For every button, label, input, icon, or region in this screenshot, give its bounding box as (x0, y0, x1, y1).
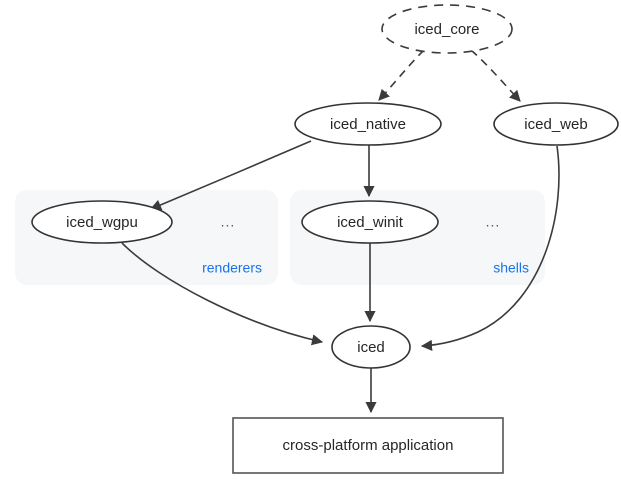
iced-wgpu-ellipse[interactable] (31, 200, 173, 244)
edge-core-to-native (378, 49, 425, 101)
iced-native-ellipse[interactable] (294, 102, 442, 146)
iced-web-ellipse[interactable] (493, 102, 619, 146)
renderers-group-label: renderers (202, 260, 262, 276)
node-iced-wgpu[interactable]: iced_wgpu (31, 200, 173, 244)
node-application[interactable]: cross-platform application (232, 417, 504, 474)
application-label: cross-platform application (283, 437, 454, 454)
node-iced-core[interactable]: iced_core (381, 4, 513, 54)
iced-core-label: iced_core (414, 21, 479, 38)
renderers-ellipsis: ... (221, 214, 236, 230)
shells-group-label: shells (493, 260, 529, 276)
application-box[interactable] (232, 417, 504, 474)
node-iced-native[interactable]: iced_native (294, 102, 442, 146)
iced-core-ellipse[interactable] (381, 4, 513, 54)
edge-core-to-web (470, 49, 521, 102)
iced-web-label: iced_web (524, 116, 587, 133)
iced-native-label: iced_native (330, 116, 406, 133)
edge-native-to-wgpu (149, 140, 312, 211)
edges-layer (121, 49, 560, 414)
edge-web-to-iced (420, 145, 560, 351)
edge-wgpu-to-iced (121, 242, 324, 346)
node-iced-winit[interactable]: iced_winit (301, 200, 439, 244)
iced-label: iced (357, 339, 385, 356)
node-iced[interactable]: iced (331, 325, 411, 369)
iced-winit-ellipse[interactable] (301, 200, 439, 244)
iced-ellipse[interactable] (331, 325, 411, 369)
shells-ellipsis: ... (486, 214, 501, 230)
iced-wgpu-label: iced_wgpu (66, 214, 138, 231)
iced-winit-label: iced_winit (337, 214, 404, 231)
node-iced-web[interactable]: iced_web (493, 102, 619, 146)
